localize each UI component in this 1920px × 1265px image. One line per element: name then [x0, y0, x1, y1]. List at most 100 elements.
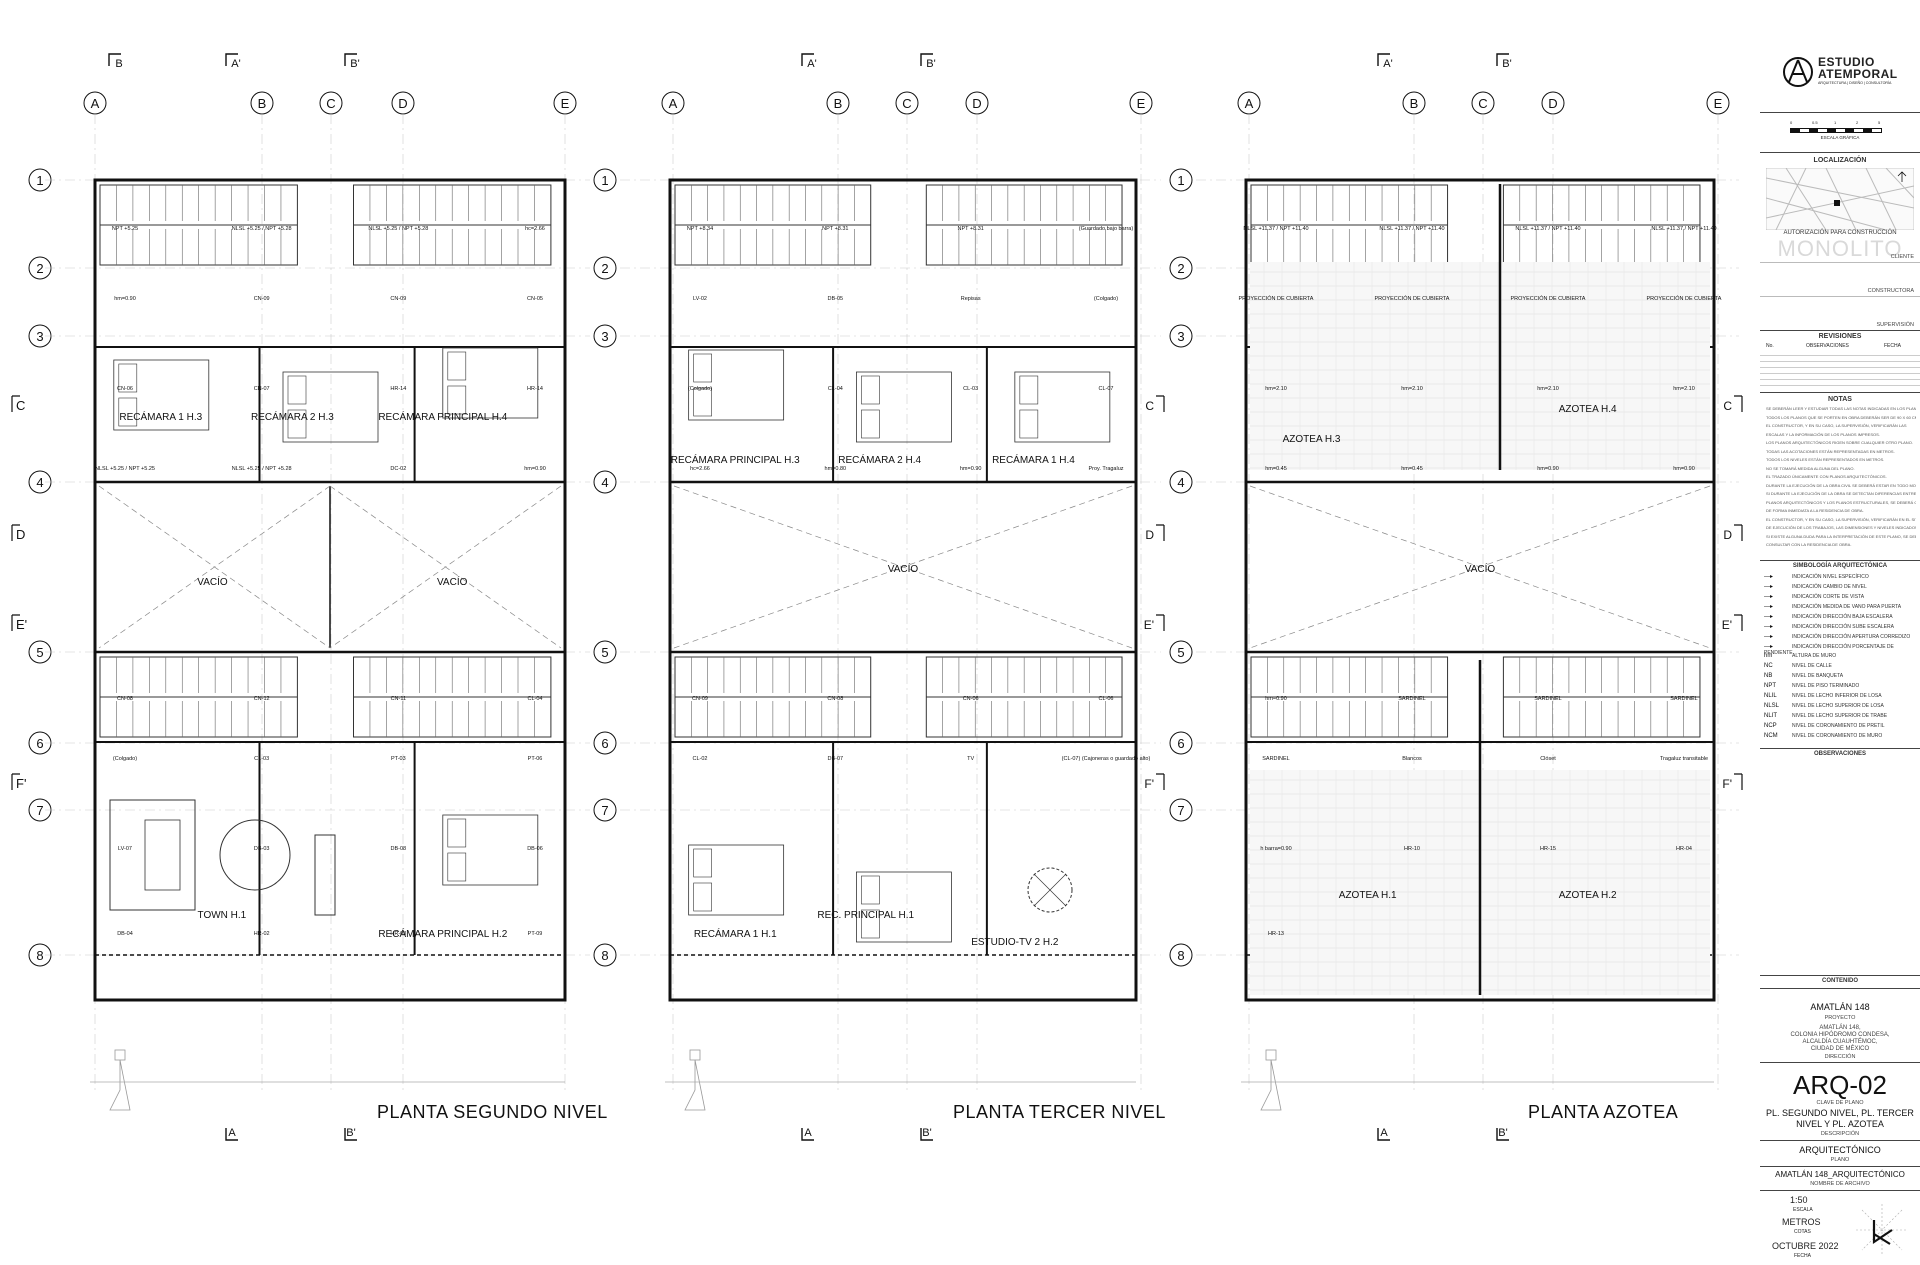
- plan-note: NLSL +5.25 / NPT +5.28: [368, 226, 428, 232]
- row-label: 8: [1177, 948, 1184, 963]
- row-label: 7: [1177, 803, 1184, 818]
- plan-note: DC-02: [390, 466, 406, 472]
- stair: [99, 184, 298, 266]
- plan-note: hm=0.45: [1265, 466, 1287, 472]
- symbology-row: —▸INDICACIÓN CORTE DE VISTA: [1764, 593, 1916, 600]
- row-bubble: [593, 943, 617, 967]
- room-label: VACÍO: [888, 562, 919, 575]
- row-marker-left: [11, 524, 20, 541]
- symbology-key: —▸: [1764, 624, 1774, 630]
- tb-divider: [1760, 392, 1920, 393]
- note-line: TODOS LOS NIVELES ESTÁN REPRESENTADOS EN…: [1766, 457, 1885, 462]
- section-label-top: A': [1383, 58, 1392, 70]
- section-label-bottom: A: [228, 1127, 236, 1139]
- plan-note: hm=0.90: [114, 296, 136, 302]
- plan-note: (Colgado): [1094, 296, 1118, 302]
- row-bubble: [1169, 324, 1193, 348]
- row-bubble: [1169, 943, 1193, 967]
- bed: [442, 814, 539, 886]
- note-line: NO SE TOMARÁ MEDIDA ALGUNA DEL PLANO.: [1766, 465, 1855, 471]
- row-marker-left: [11, 395, 20, 412]
- row-label: 2: [1177, 261, 1184, 276]
- row-label: 4: [601, 475, 608, 490]
- plan-note: (Guardado bajo barra): [1079, 226, 1134, 232]
- pillow: [861, 875, 880, 905]
- section-marker-bottom: [344, 1128, 357, 1141]
- row-label-left: 4: [36, 475, 43, 490]
- plan-note: NLSL +5.25 / NPT +5.25: [95, 466, 155, 472]
- bed: [442, 347, 539, 419]
- scale-tick-label: 0.5: [1812, 120, 1818, 125]
- firm-logo-icon: [1783, 57, 1813, 87]
- stair: [1250, 656, 1449, 738]
- plan-note: NPT +8.31: [822, 226, 848, 232]
- scale-bar: [1790, 128, 1882, 133]
- section-label-bottom: B': [1498, 1127, 1507, 1139]
- pillow: [447, 351, 467, 381]
- section-label-top: A': [807, 58, 816, 70]
- date-label: FECHA: [1794, 1253, 1811, 1259]
- section-marker-top: [225, 53, 238, 66]
- entry-light: [1265, 1049, 1277, 1061]
- pillow: [693, 882, 712, 912]
- sheet-code-label: CLAVE DE PLANO: [1816, 1100, 1864, 1106]
- plan-note: CL-04: [828, 386, 843, 392]
- plan-note: SARDINEL: [1670, 696, 1698, 702]
- note-line: EL CONSTRUCTOR, Y EN SU CASO, LA SUPERVI…: [1766, 423, 1907, 428]
- plan-note: hm=2.10: [1265, 386, 1287, 392]
- room-label: AZOTEA H.3: [1283, 434, 1341, 445]
- plan-note: DB-06: [527, 846, 543, 852]
- address-line-2: COLONIA HIPÓDROMO CONDESA,: [1790, 1032, 1890, 1038]
- room-label: ESTUDIO-TV 2 H.2: [971, 937, 1059, 948]
- plan-note: PROYECCIÓN DE CUBIERTA: [1647, 295, 1722, 302]
- bed: [688, 844, 785, 916]
- scale-tick-label: 2: [1856, 120, 1859, 125]
- row-label: F': [1144, 777, 1154, 791]
- note-line: PLANOS ARQUITECTÓNICOS Y LOS PLANOS ESTR…: [1766, 499, 1916, 505]
- builder-label: CONSTRUCTORA: [1867, 288, 1914, 294]
- pillow: [447, 852, 467, 882]
- scale-value: 1:50: [1790, 1195, 1808, 1205]
- note-line: ESCALAS Y LA INFORMACIÓN DE LOS PLANOS I…: [1766, 431, 1880, 437]
- entry-lamp: [684, 1059, 706, 1111]
- description-line-2: NIVEL Y PL. AZOTEA: [1796, 1119, 1884, 1129]
- symbology-row: —▸INDICACIÓN MEDIDA DE VANO PARA PUERTA: [1764, 603, 1916, 610]
- symbology-desc: NIVEL DE LECHO SUPERIOR DE TRABE: [1792, 713, 1888, 719]
- symbology-key: NCP: [1764, 723, 1777, 729]
- row-marker: [1734, 395, 1743, 412]
- revisions-col-date: FECHA: [1884, 343, 1901, 349]
- room-label: REC. PRINCIPAL H.1: [817, 910, 914, 921]
- symbology-desc: NIVEL DE LECHO SUPERIOR DE LOSA: [1792, 703, 1884, 709]
- note-line: TODOS LOS PLANOS QUE SE PORTEN EN OBRA D…: [1766, 414, 1916, 420]
- north-arrow-icon: [1856, 1204, 1908, 1256]
- plan-note: HR-14: [390, 386, 406, 392]
- plan-note: CN-08: [117, 696, 133, 702]
- address-line-3: ALCALDÍA CUAUHTÉMOC,: [1802, 1039, 1878, 1045]
- plan-note: NLSL +5.25 / NPT +5.28: [232, 466, 292, 472]
- kitchen-island: [314, 834, 336, 916]
- scale-tick-label: 0: [1790, 120, 1793, 125]
- authorization-label: AUTORIZACIÓN PARA CONSTRUCCIÓN: [1783, 230, 1897, 236]
- scale-value-label: ESCALA: [1793, 1207, 1813, 1213]
- file-name: AMATLÁN 148_ARQUITECTÓNICO: [1775, 1170, 1905, 1179]
- room-label: RECÁMARA 1 H.4: [992, 453, 1075, 466]
- plan-note: HR-10: [1404, 846, 1420, 852]
- plan-note: HR-02: [254, 931, 270, 937]
- sofa: [109, 799, 196, 911]
- row-label-left: 5: [36, 645, 43, 660]
- plan-note: NLSL +11.37 / NPT +11.40: [1243, 226, 1308, 232]
- plan-note: NLSL +5.25 / NPT +5.28: [232, 226, 292, 232]
- row-label: 5: [601, 645, 608, 660]
- content-heading: CONTENIDO: [1822, 978, 1858, 984]
- plan-note: NPT +5.25: [112, 226, 138, 232]
- plan-note: PROYECCIÓN DE CUBIERTA: [1511, 295, 1586, 302]
- row-label-left: 3: [36, 329, 43, 344]
- symbology-key: —▸: [1764, 594, 1774, 600]
- stair: [1502, 656, 1701, 738]
- symbology-desc: INDICACIÓN DIRECCIÓN PORCENTAJE DE PENDI…: [1764, 644, 1894, 656]
- stair: [925, 184, 1123, 266]
- room-label: RECÁMARA 2 H.4: [838, 453, 921, 466]
- row-bubble: [1169, 256, 1193, 280]
